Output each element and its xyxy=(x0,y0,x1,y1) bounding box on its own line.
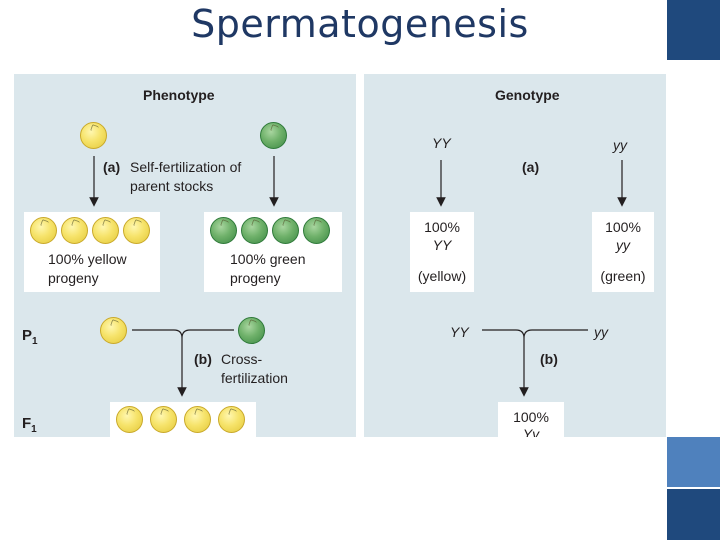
parent-genotype-right: yy xyxy=(613,137,627,153)
progeny-yellow-pea xyxy=(61,217,88,244)
progeny-yellow-pea xyxy=(92,217,119,244)
decorative-bar-middle xyxy=(667,437,720,487)
cross-green-pea xyxy=(238,317,265,344)
genotype-header: Genotype xyxy=(495,87,560,103)
yellow-progeny-label-line1: 100% yellow xyxy=(48,251,127,267)
cross-fertilization-text-line1: Cross- xyxy=(221,351,263,367)
left-result-genotype: YY xyxy=(432,237,452,253)
genotype-step-b: (b) xyxy=(540,351,558,367)
green-progeny-label-line1: 100% green xyxy=(230,251,306,267)
parent-green-pea xyxy=(260,122,287,149)
progeny-green-pea xyxy=(241,217,268,244)
decorative-bar-top xyxy=(667,0,720,60)
slide-title: Spermatogenesis xyxy=(191,2,529,46)
f1-yellow-pea xyxy=(150,406,177,433)
f1-yellow-pea xyxy=(218,406,245,433)
genotype-cross-connector xyxy=(482,329,588,339)
genotype-step-a: (a) xyxy=(522,159,540,175)
step-a-label: (a) xyxy=(103,159,121,175)
right-result-phenotype: (green) xyxy=(600,268,646,284)
cross-fertilization-text-line2: fertilization xyxy=(221,370,288,386)
f1-yellow-pea xyxy=(184,406,211,433)
parent-genotype-left: YY xyxy=(432,135,451,151)
cross-result-box: 100% Yy xyxy=(498,402,564,437)
decorative-bar-bottom xyxy=(667,489,720,540)
progeny-green-pea xyxy=(272,217,299,244)
cross-genotype-right: yy xyxy=(594,324,608,340)
right-genotype-result-box: 100% yy (green) xyxy=(592,212,654,292)
phenotype-panel: Phenotype (a) Self-fertilization of pare… xyxy=(14,74,356,437)
parent-stocks-text: parent stocks xyxy=(130,178,214,194)
right-result-percent: 100% xyxy=(605,219,641,235)
parent-yellow-pea xyxy=(80,122,107,149)
phenotype-header: Phenotype xyxy=(143,87,215,103)
progeny-green-pea xyxy=(210,217,237,244)
green-progeny-label-line2: progeny xyxy=(230,270,281,286)
green-progeny-box: 100% green progeny xyxy=(204,212,342,292)
cross-result-genotype: Yy xyxy=(522,426,540,437)
progeny-yellow-pea xyxy=(30,217,57,244)
progeny-yellow-pea xyxy=(123,217,150,244)
left-genotype-result-box: 100% YY (yellow) xyxy=(410,212,474,292)
left-result-percent: 100% xyxy=(424,219,460,235)
genotype-arrows xyxy=(436,160,627,397)
cross-genotype-left: YY xyxy=(450,324,469,340)
self-fertilization-text: Self-fertilization of xyxy=(130,159,242,175)
right-result-genotype: yy xyxy=(616,237,630,253)
genotype-panel: Genotype YY yy (a) 100% YY (yellow) 100%… xyxy=(364,74,666,437)
progeny-green-pea xyxy=(303,217,330,244)
cross-connector xyxy=(132,329,234,339)
yellow-progeny-label-line2: progeny xyxy=(48,270,99,286)
f1-yellow-pea xyxy=(116,406,143,433)
phenotype-arrows xyxy=(89,156,279,397)
yellow-progeny-box: 100% yellow progeny xyxy=(24,212,160,292)
cross-yellow-pea xyxy=(100,317,127,344)
p1-label: P1 xyxy=(22,327,38,347)
f1-label: F1 xyxy=(22,415,37,435)
f1-progeny-box xyxy=(110,402,256,437)
cross-result-percent: 100% xyxy=(513,409,549,425)
step-b-label: (b) xyxy=(194,351,212,367)
left-result-phenotype: (yellow) xyxy=(417,268,467,284)
